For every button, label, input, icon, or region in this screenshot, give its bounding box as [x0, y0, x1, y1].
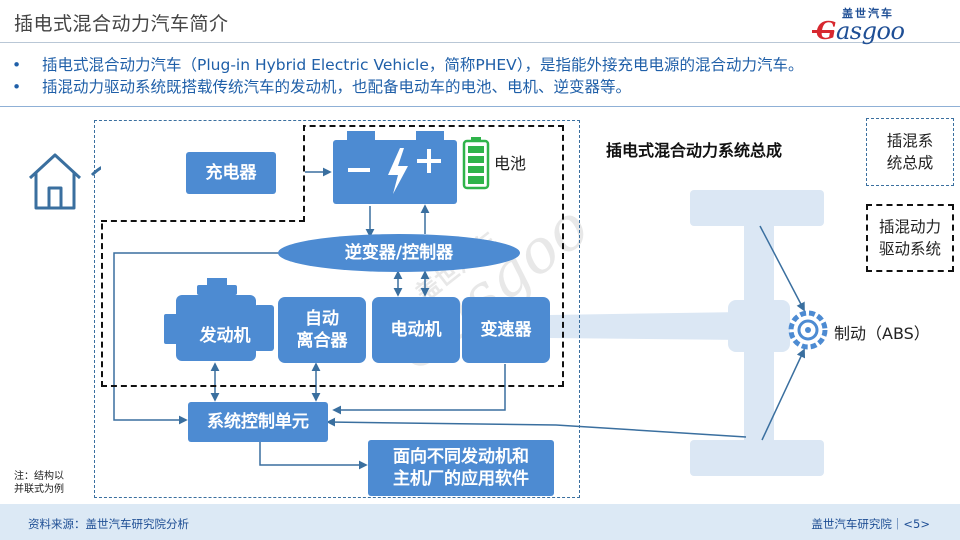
drive-system-step — [101, 220, 305, 222]
footer-page-number: 盖世汽车研究院｜<5> — [811, 517, 930, 531]
bullet-item: • 插混动力驱动系统既搭载传统汽车的发动机，也配备电动车的电池、电机、逆变器等。 — [12, 76, 804, 98]
bullet-dot: • — [12, 78, 22, 96]
charger-box: 充电器 — [186, 152, 276, 194]
battery-label: 电池 — [494, 154, 527, 173]
legend-black-line2: 驱动系统 — [878, 240, 941, 258]
logo-initial: G — [816, 16, 837, 45]
legend-black-line1: 插混动力 — [878, 218, 941, 236]
note-line1: 注：结构以 — [14, 471, 64, 482]
note-line2: 并联式为例 — [14, 484, 64, 495]
title-divider — [0, 42, 960, 43]
bullets-divider — [0, 106, 960, 107]
battery-icon — [333, 131, 457, 204]
logo-rest: asgoo — [836, 17, 905, 45]
page-title: 插电式混合动力汽车简介 — [14, 13, 229, 35]
intro-bullets: • 插电式混合动力汽车（Plug-in Hybrid Electric Vehi… — [12, 54, 804, 98]
structure-note: 注：结构以 并联式为例 — [14, 470, 64, 496]
legend-blue-line1: 插混系 — [886, 132, 934, 150]
engine-icon — [164, 278, 274, 361]
inverter-controller-ellipse: 逆变器/控制器 — [278, 234, 520, 272]
engine-box: 发动机 — [190, 318, 260, 354]
application-software-box: 面向不同发动机和 主机厂的应用软件 — [368, 440, 554, 496]
control-unit-label: 系统控制单元 — [207, 412, 309, 432]
drive-system-step-vertical — [303, 125, 305, 222]
bullet-item: • 插电式混合动力汽车（Plug-in Hybrid Electric Vehi… — [12, 54, 804, 76]
gasgoo-logo: 盖世汽车 Gasgoo — [812, 4, 932, 48]
house-icon — [28, 153, 82, 210]
plug-in-system-boundary — [94, 120, 580, 498]
engine-label: 发动机 — [199, 326, 251, 346]
drive-system-boundary — [101, 125, 564, 387]
transmission-label: 变速器 — [480, 320, 532, 340]
charger-label: 充电器 — [205, 163, 257, 183]
motor-label: 电动机 — [390, 320, 442, 340]
bullet-text: 插电式混合动力汽车（Plug-in Hybrid Electric Vehicl… — [42, 56, 804, 74]
clutch-box: 自动 离合器 — [278, 297, 366, 363]
connector-arrows — [113, 167, 806, 470]
logo-english-text: Gasgoo — [816, 16, 905, 45]
brake-abs-label: 制动（ABS） — [834, 324, 930, 343]
battery-level-icon — [462, 137, 490, 190]
footer-source: 资料来源：盖世汽车研究院分析 — [28, 517, 189, 531]
clutch-label-line2: 离合器 — [296, 331, 348, 351]
motor-box: 电动机 — [372, 297, 460, 363]
bullet-text: 插混动力驱动系统既搭载传统汽车的发动机，也配备电动车的电池、电机、逆变器等。 — [42, 78, 632, 96]
footer-bar — [0, 504, 960, 540]
legend-drive-system: 插混动力 驱动系统 — [866, 204, 954, 272]
logo-stripe — [812, 30, 834, 33]
software-label-line1: 面向不同发动机和 — [393, 447, 529, 467]
legend-plug-in-system: 插混系 统总成 — [866, 118, 954, 186]
transmission-box: 变速器 — [462, 297, 550, 363]
inverter-label: 逆变器/控制器 — [344, 243, 454, 263]
bullet-dot: • — [12, 56, 22, 74]
software-label-line2: 主机厂的应用软件 — [393, 469, 529, 489]
brake-disc-icon — [788, 310, 828, 350]
system-assembly-title: 插电式混合动力系统总成 — [606, 141, 783, 160]
legend-blue-line2: 统总成 — [886, 154, 934, 172]
logo-chinese-text: 盖世汽车 — [842, 7, 894, 20]
system-control-unit-box: 系统控制单元 — [188, 402, 328, 442]
chassis-diagram — [550, 190, 824, 476]
clutch-label-line1: 自动 — [305, 309, 339, 329]
